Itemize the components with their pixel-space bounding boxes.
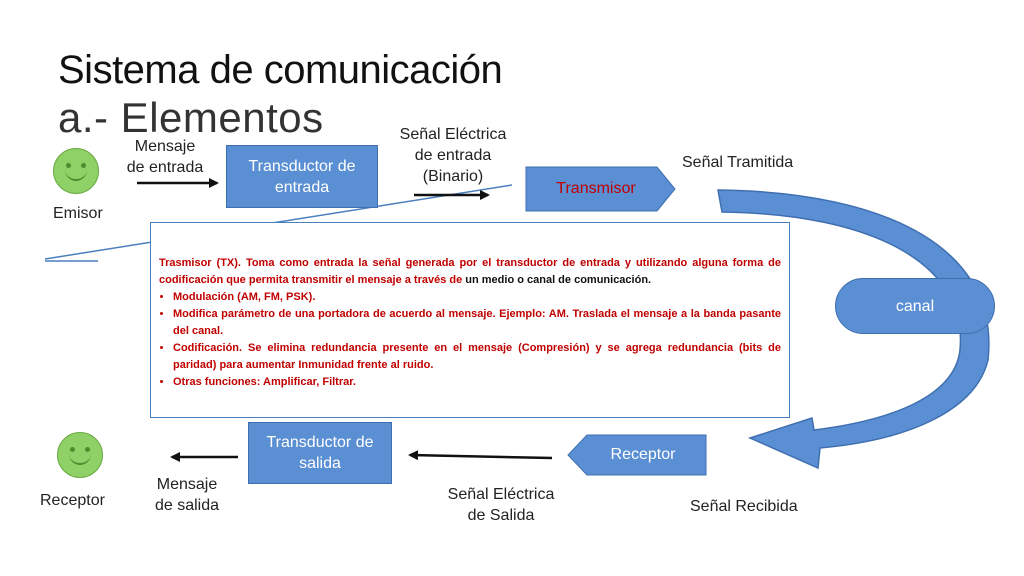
eye-icon: [70, 447, 75, 452]
slide-title: Sistema de comunicación: [58, 48, 503, 92]
transductor-entrada-box[interactable]: Transductor de entrada: [226, 145, 378, 208]
arrow-senal-salida: [408, 450, 553, 461]
transductor-salida-line1: Transductor de: [266, 434, 374, 451]
transductor-entrada-line1: Transductor de: [248, 157, 356, 175]
label-senal-entrada-line2: de entrada: [414, 147, 492, 164]
bullet-item: Otras funciones: Amplificar, Filtrar.: [173, 374, 781, 391]
emisor-avatar: [53, 148, 99, 194]
transductor-entrada-line2: entrada: [274, 178, 330, 196]
receptor-avatar: [57, 432, 103, 478]
smile-icon: [65, 167, 87, 181]
curved-channel-arrow: [717, 189, 990, 470]
label-mensaje-entrada: Mensaje de entrada: [119, 136, 211, 178]
label-senal-salida: Señal Eléctrica de Salida: [438, 484, 564, 526]
description-bullets: Modulación (AM, FM, PSK). Modifica parám…: [159, 289, 781, 391]
label-senal-entrada-line1: Señal Eléctrica: [399, 126, 507, 143]
label-senal-tramitida: Señal Tramitida: [682, 154, 794, 171]
slide-subtitle: a.- Elementos: [58, 94, 324, 141]
eye-icon: [81, 163, 86, 168]
label-senal-salida-line1: Señal Eléctrica: [447, 486, 555, 503]
label-mensaje-entrada-line1: Mensaje: [134, 138, 196, 155]
smile-icon: [69, 451, 91, 465]
eye-icon: [85, 447, 90, 452]
canal-box[interactable]: canal: [835, 278, 995, 334]
description-intro-black: un medio o canal de comunicación.: [465, 274, 652, 286]
description-intro: Trasmisor (TX). Toma como entrada la señ…: [159, 255, 781, 289]
label-emisor: Emisor: [53, 205, 103, 222]
label-receptor: Receptor: [40, 492, 105, 509]
label-mensaje-entrada-line2: de entrada: [126, 159, 204, 176]
label-senal-entrada: Señal Eléctrica de entrada (Binario): [390, 124, 516, 187]
bullet-item: Modifica parámetro de una portadora de a…: [173, 306, 781, 340]
bullet-item: Codificación. Se elimina redundancia pre…: [173, 340, 781, 374]
bullet-item: Modulación (AM, FM, PSK).: [173, 289, 781, 306]
transductor-salida-box[interactable]: Transductor de salida: [248, 422, 392, 484]
label-mensaje-salida: Mensaje de salida: [141, 474, 233, 516]
transmisor-description-box: Trasmisor (TX). Toma como entrada la señ…: [150, 222, 790, 418]
label-senal-entrada-line3: (Binario): [422, 168, 484, 185]
label-senal-salida-line2: de Salida: [467, 507, 535, 524]
eye-icon: [66, 163, 71, 168]
label-senal-recibida: Señal Recibida: [690, 498, 798, 515]
label-mensaje-salida-line2: de salida: [154, 497, 220, 514]
label-mensaje-salida-line1: Mensaje: [156, 476, 218, 493]
transmisor-label[interactable]: Transmisor: [556, 180, 636, 197]
transductor-salida-line2: salida: [299, 455, 341, 472]
receptor-box[interactable]: Receptor: [610, 446, 676, 463]
description-intro-red: Trasmisor (TX). Toma como entrada la señ…: [159, 257, 781, 286]
